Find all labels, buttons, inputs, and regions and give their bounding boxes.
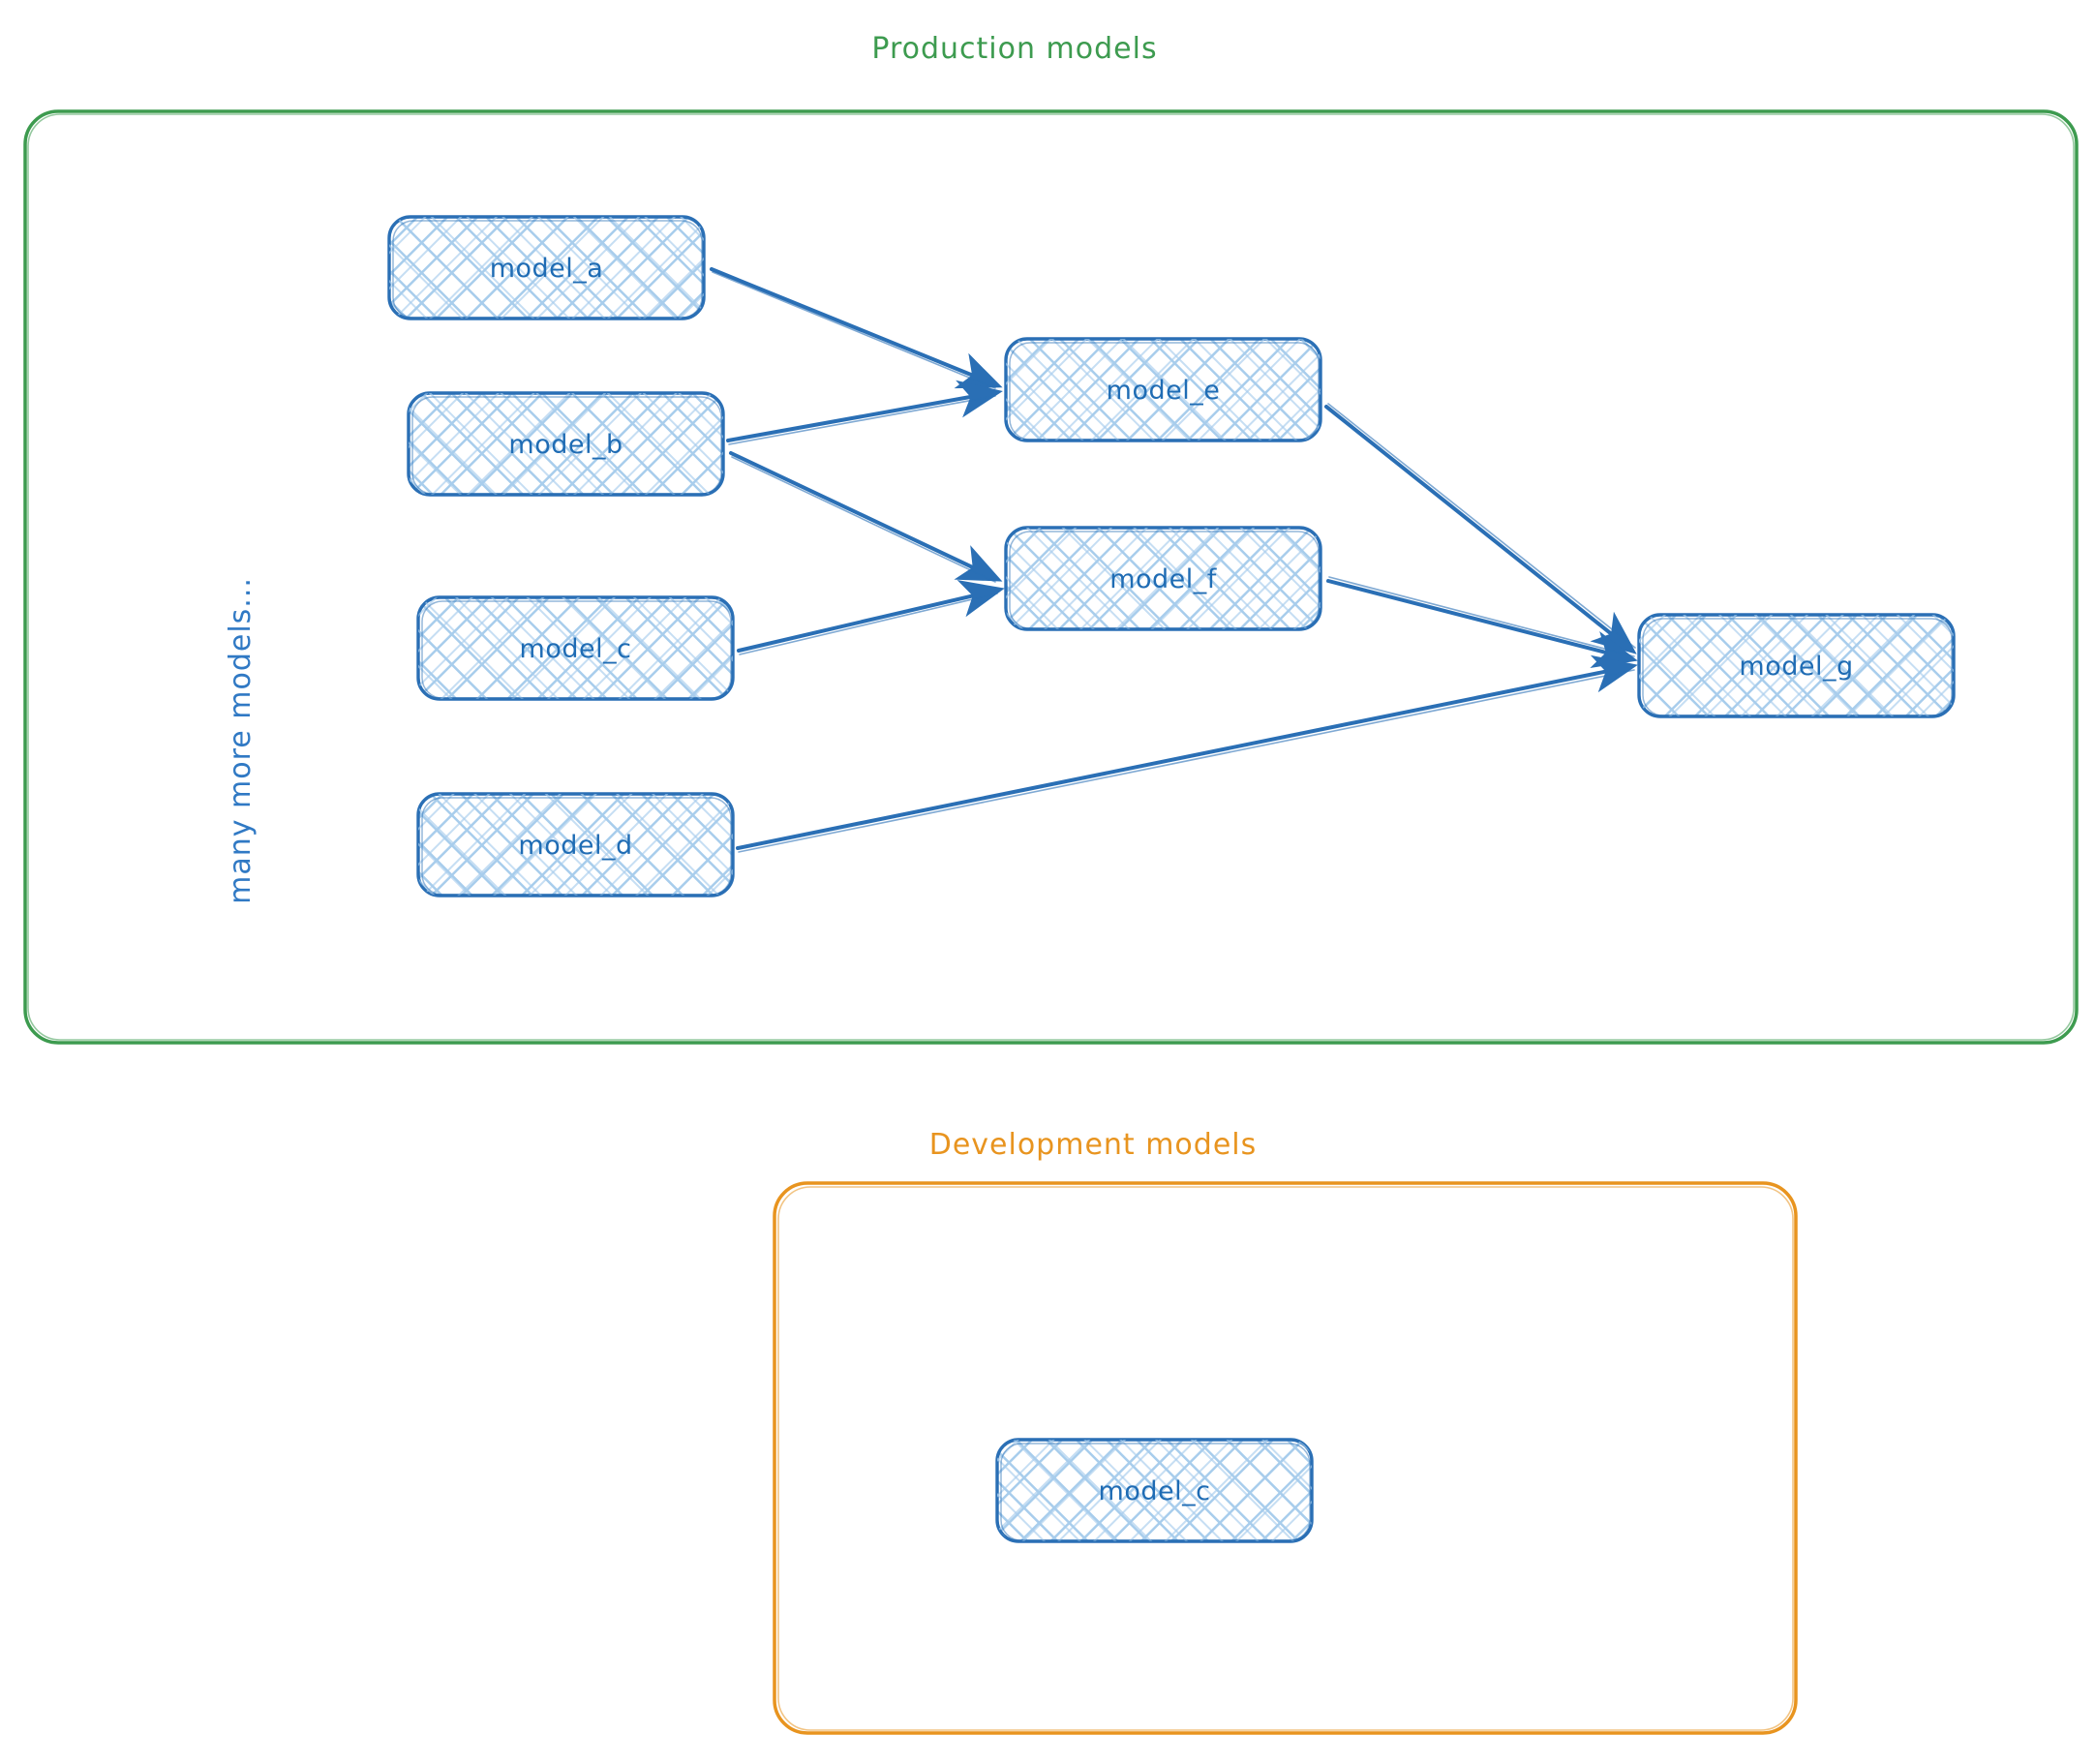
node-model-d-label: model_d [518, 831, 632, 861]
production-group-border [23, 109, 2079, 1045]
development-group-border-sketch [777, 1186, 1794, 1731]
edge-model-e-to-model-g-sketch [1327, 403, 1636, 649]
edge-model-a-to-model-e [710, 267, 1003, 389]
node-model-b[interactable]: model_b [407, 391, 725, 497]
node-model-e-hatch-overlay [1006, 339, 1321, 441]
node-model-f-hatch-overlay [1006, 528, 1321, 629]
edge-model-e-to-model-g [1324, 405, 1637, 654]
development-group-title: Development models [929, 1128, 1258, 1162]
node-model-c-dev-sketch-outline [1000, 1443, 1311, 1541]
node-model-g-hatch-overlay [1639, 615, 1954, 716]
node-model-g-sketch-outline [1642, 618, 1953, 716]
node-model-c-label: model_c [520, 634, 632, 664]
node-model-c-dev-label: model_c [1099, 1476, 1211, 1506]
edge-model-d-to-model-g-sketch [738, 669, 1635, 853]
node-model-a-hatch-overlay [389, 217, 704, 319]
group-production [23, 109, 2079, 1045]
node-model-b-label: model_b [508, 430, 622, 460]
node-model-d-hatch-overlay [418, 794, 733, 896]
edge-model-d-to-model-g [736, 654, 1638, 850]
node-model-b-sketch-outline [411, 396, 722, 495]
node-model-g-label: model_g [1739, 652, 1853, 682]
edge-model-a-to-model-e-sketch [712, 271, 996, 389]
node-model-a-label: model_a [490, 254, 604, 284]
edge-model-b-to-model-f-sketch [731, 456, 996, 583]
production-group-border-sketch [27, 113, 2075, 1041]
group-development [773, 1181, 1798, 1735]
edge-model-b-to-model-e [726, 380, 1003, 442]
node-model-d[interactable]: model_d [416, 792, 735, 897]
development-group-border [773, 1181, 1798, 1735]
nodes-layer: model_a model_b model_c model_d [387, 215, 1956, 1543]
node-model-f-sketch-outline [1009, 531, 1320, 629]
edge-model-b-to-model-f [729, 451, 1003, 582]
node-model-e[interactable]: model_e [1004, 337, 1322, 442]
edge-model-c-to-model-f [737, 580, 1005, 653]
edge-model-c-to-model-f-sketch [739, 593, 998, 655]
node-model-c-dev-hatch-overlay [997, 1440, 1312, 1541]
node-model-g[interactable]: model_g [1637, 613, 1956, 718]
node-model-a-sketch-outline [392, 220, 703, 319]
edge-model-f-to-model-g-sketch [1328, 576, 1635, 657]
node-model-f[interactable]: model_f [1004, 526, 1322, 631]
edge-model-b-to-model-e-sketch [728, 395, 996, 445]
edges-layer [710, 267, 1638, 853]
node-model-c[interactable]: model_c [416, 595, 735, 701]
edge-model-f-to-model-g [1326, 579, 1638, 668]
node-model-e-label: model_e [1107, 376, 1221, 406]
many-more-models-note: many more models... [224, 577, 258, 904]
node-model-e-sketch-outline [1009, 342, 1320, 441]
node-model-c-sketch-outline [421, 600, 732, 699]
node-model-a[interactable]: model_a [387, 215, 706, 320]
node-model-b-hatch-overlay [409, 393, 723, 495]
node-model-c-hatch-overlay [418, 597, 733, 699]
node-model-d-sketch-outline [421, 797, 732, 896]
node-model-f-label: model_f [1109, 564, 1218, 594]
node-model-c-dev[interactable]: model_c [995, 1438, 1314, 1543]
production-group-title: Production models [871, 32, 1157, 66]
